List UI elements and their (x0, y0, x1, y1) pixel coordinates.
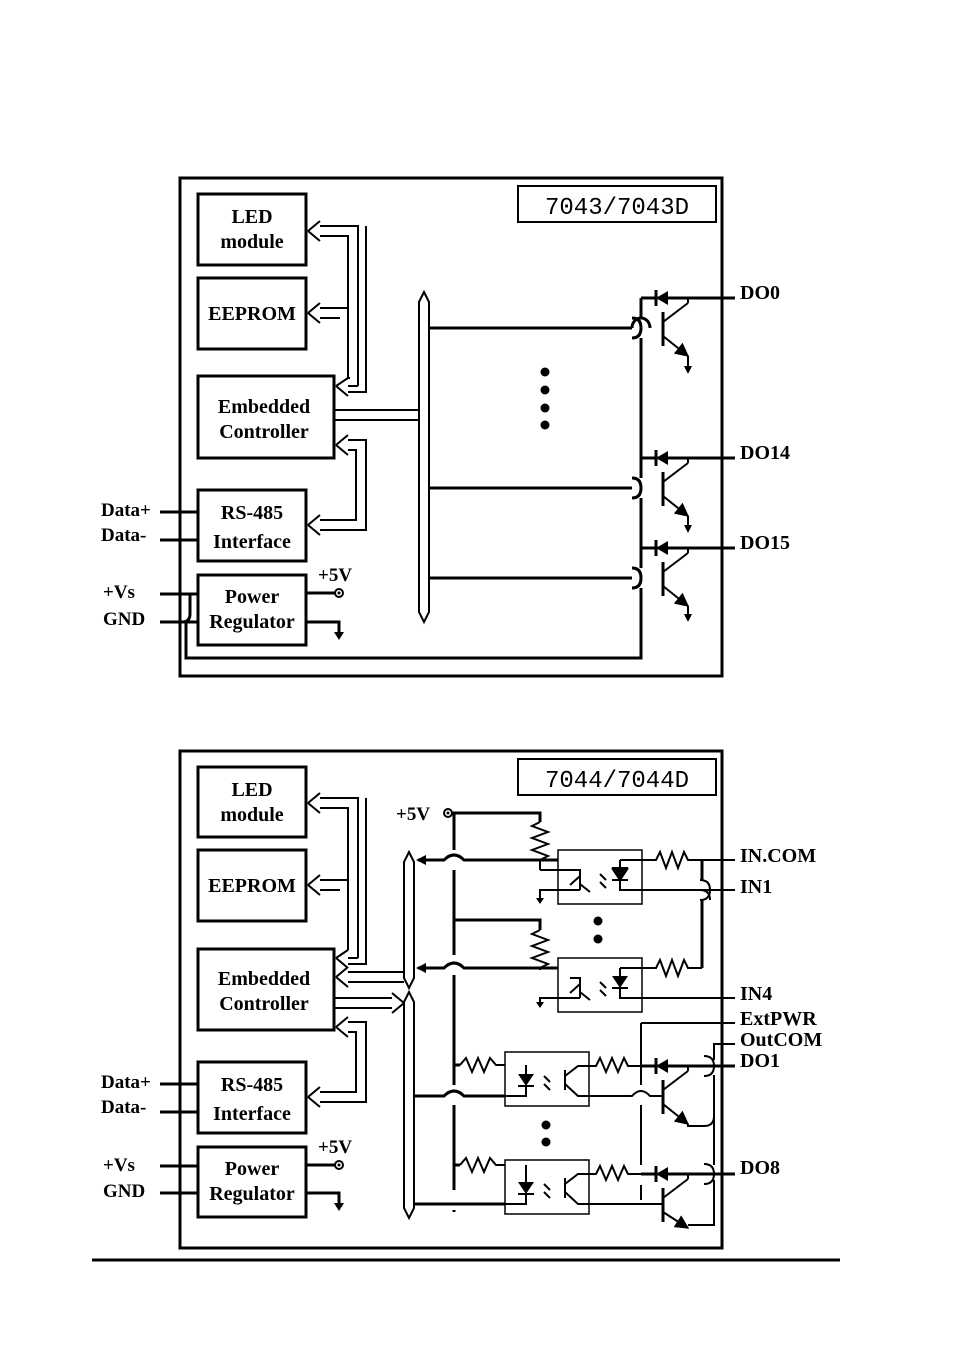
input-optocoupler-4 (416, 929, 735, 1013)
power-regulator-block: Power Regulator (196, 573, 308, 647)
ellipsis-dot (540, 420, 550, 430)
eeprom-label: EEPROM (208, 303, 296, 325)
ext-pwr-label: ExtPWR (740, 1008, 817, 1030)
main-bus (418, 289, 430, 625)
controller-label: Controller (219, 421, 309, 443)
v5-top-label: +5V (396, 804, 430, 825)
regulator-label: Regulator (209, 611, 295, 633)
internal-bus-arrows (307, 792, 405, 1108)
interface-label: Interface (213, 531, 291, 553)
board-outline-7043 (178, 176, 724, 678)
v5-label: +5V (318, 1137, 352, 1158)
vs-label: +Vs (103, 582, 135, 603)
ellipsis-dot (540, 367, 550, 377)
do0-label: DO0 (740, 282, 780, 304)
embedded-label: Embedded (218, 396, 310, 418)
rs485-label: RS-485 (221, 502, 283, 524)
in4-label: IN4 (740, 983, 772, 1005)
output-stage-do1 (414, 1051, 735, 1127)
left-io-wiring (160, 510, 198, 624)
output-bus (403, 989, 415, 1221)
led-module-block: LED module (196, 192, 308, 267)
power-label: Power (225, 1158, 280, 1180)
gnd-label: GND (103, 1181, 145, 1202)
ellipsis-dot (541, 1120, 551, 1130)
gnd-label: GND (103, 609, 145, 630)
output-transistor-do15 (631, 540, 735, 622)
input-bus (403, 849, 415, 991)
module-label: module (220, 804, 283, 826)
ellipsis-dot (541, 1137, 551, 1147)
embedded-controller-block: Embedded Controller (196, 374, 336, 460)
output-transistor-do0 (631, 290, 735, 374)
do8-label: DO8 (740, 1157, 780, 1179)
vs-label: +Vs (103, 1155, 135, 1176)
model-title: 7043/7043D (545, 195, 689, 222)
out-com-label: OutCOM (740, 1029, 822, 1051)
do14-label: DO14 (740, 442, 790, 464)
output-lines (429, 326, 632, 580)
ground-symbol (334, 1203, 344, 1211)
common-return-line (184, 298, 643, 660)
wire-crossover (630, 316, 652, 329)
data-plus-label: Data+ (101, 1072, 151, 1093)
input-optocoupler-1 (416, 821, 735, 905)
board-outline-7044 (178, 749, 724, 1250)
led-module-block: LED module (196, 765, 308, 839)
led-label: LED (231, 779, 272, 801)
internal-bus-arrows (307, 220, 418, 536)
ellipsis-dot (540, 403, 550, 413)
controller-label: Controller (219, 993, 309, 1015)
model-title-box (517, 758, 717, 796)
data-minus-label: Data- (101, 1097, 146, 1118)
power-label: Power (225, 586, 280, 608)
eeprom-block: EEPROM (196, 848, 308, 923)
in-com-label: IN.COM (740, 845, 816, 867)
model-title-box (517, 185, 717, 223)
embedded-label: Embedded (218, 968, 310, 990)
v5-label: +5V (318, 565, 352, 586)
rs485-interface-block: RS-485 Interface (196, 488, 308, 563)
ground-symbol (334, 632, 344, 640)
embedded-controller-block: Embedded Controller (196, 947, 336, 1032)
diagram-7043: 7043/7043D LED module EEPROM Embedded Co… (101, 176, 790, 678)
regulator-label: Regulator (209, 1183, 295, 1205)
output-transistor-do14 (631, 450, 735, 533)
diagram-7044: 7044/7044D LED module EEPROM Embedded Co… (101, 749, 822, 1250)
ellipsis-dot (593, 934, 603, 944)
rs485-interface-block: RS-485 Interface (196, 1060, 308, 1135)
left-io-wiring (160, 1082, 198, 1195)
interface-label: Interface (213, 1103, 291, 1125)
ellipsis-dot (540, 385, 550, 395)
model-title: 7044/7044D (545, 768, 689, 795)
in1-label: IN1 (740, 876, 772, 898)
do1-label: DO1 (740, 1050, 780, 1072)
power-regulator-block: Power Regulator (196, 1145, 308, 1219)
eeprom-label: EEPROM (208, 875, 296, 897)
ellipsis-dot (593, 916, 603, 926)
module-label: module (220, 231, 283, 253)
data-plus-label: Data+ (101, 500, 151, 521)
data-minus-label: Data- (101, 525, 146, 546)
rs485-label: RS-485 (221, 1074, 283, 1096)
eeprom-block: EEPROM (196, 276, 308, 351)
do15-label: DO15 (740, 532, 790, 554)
led-label: LED (231, 206, 272, 228)
output-stage-do8 (414, 1155, 735, 1229)
